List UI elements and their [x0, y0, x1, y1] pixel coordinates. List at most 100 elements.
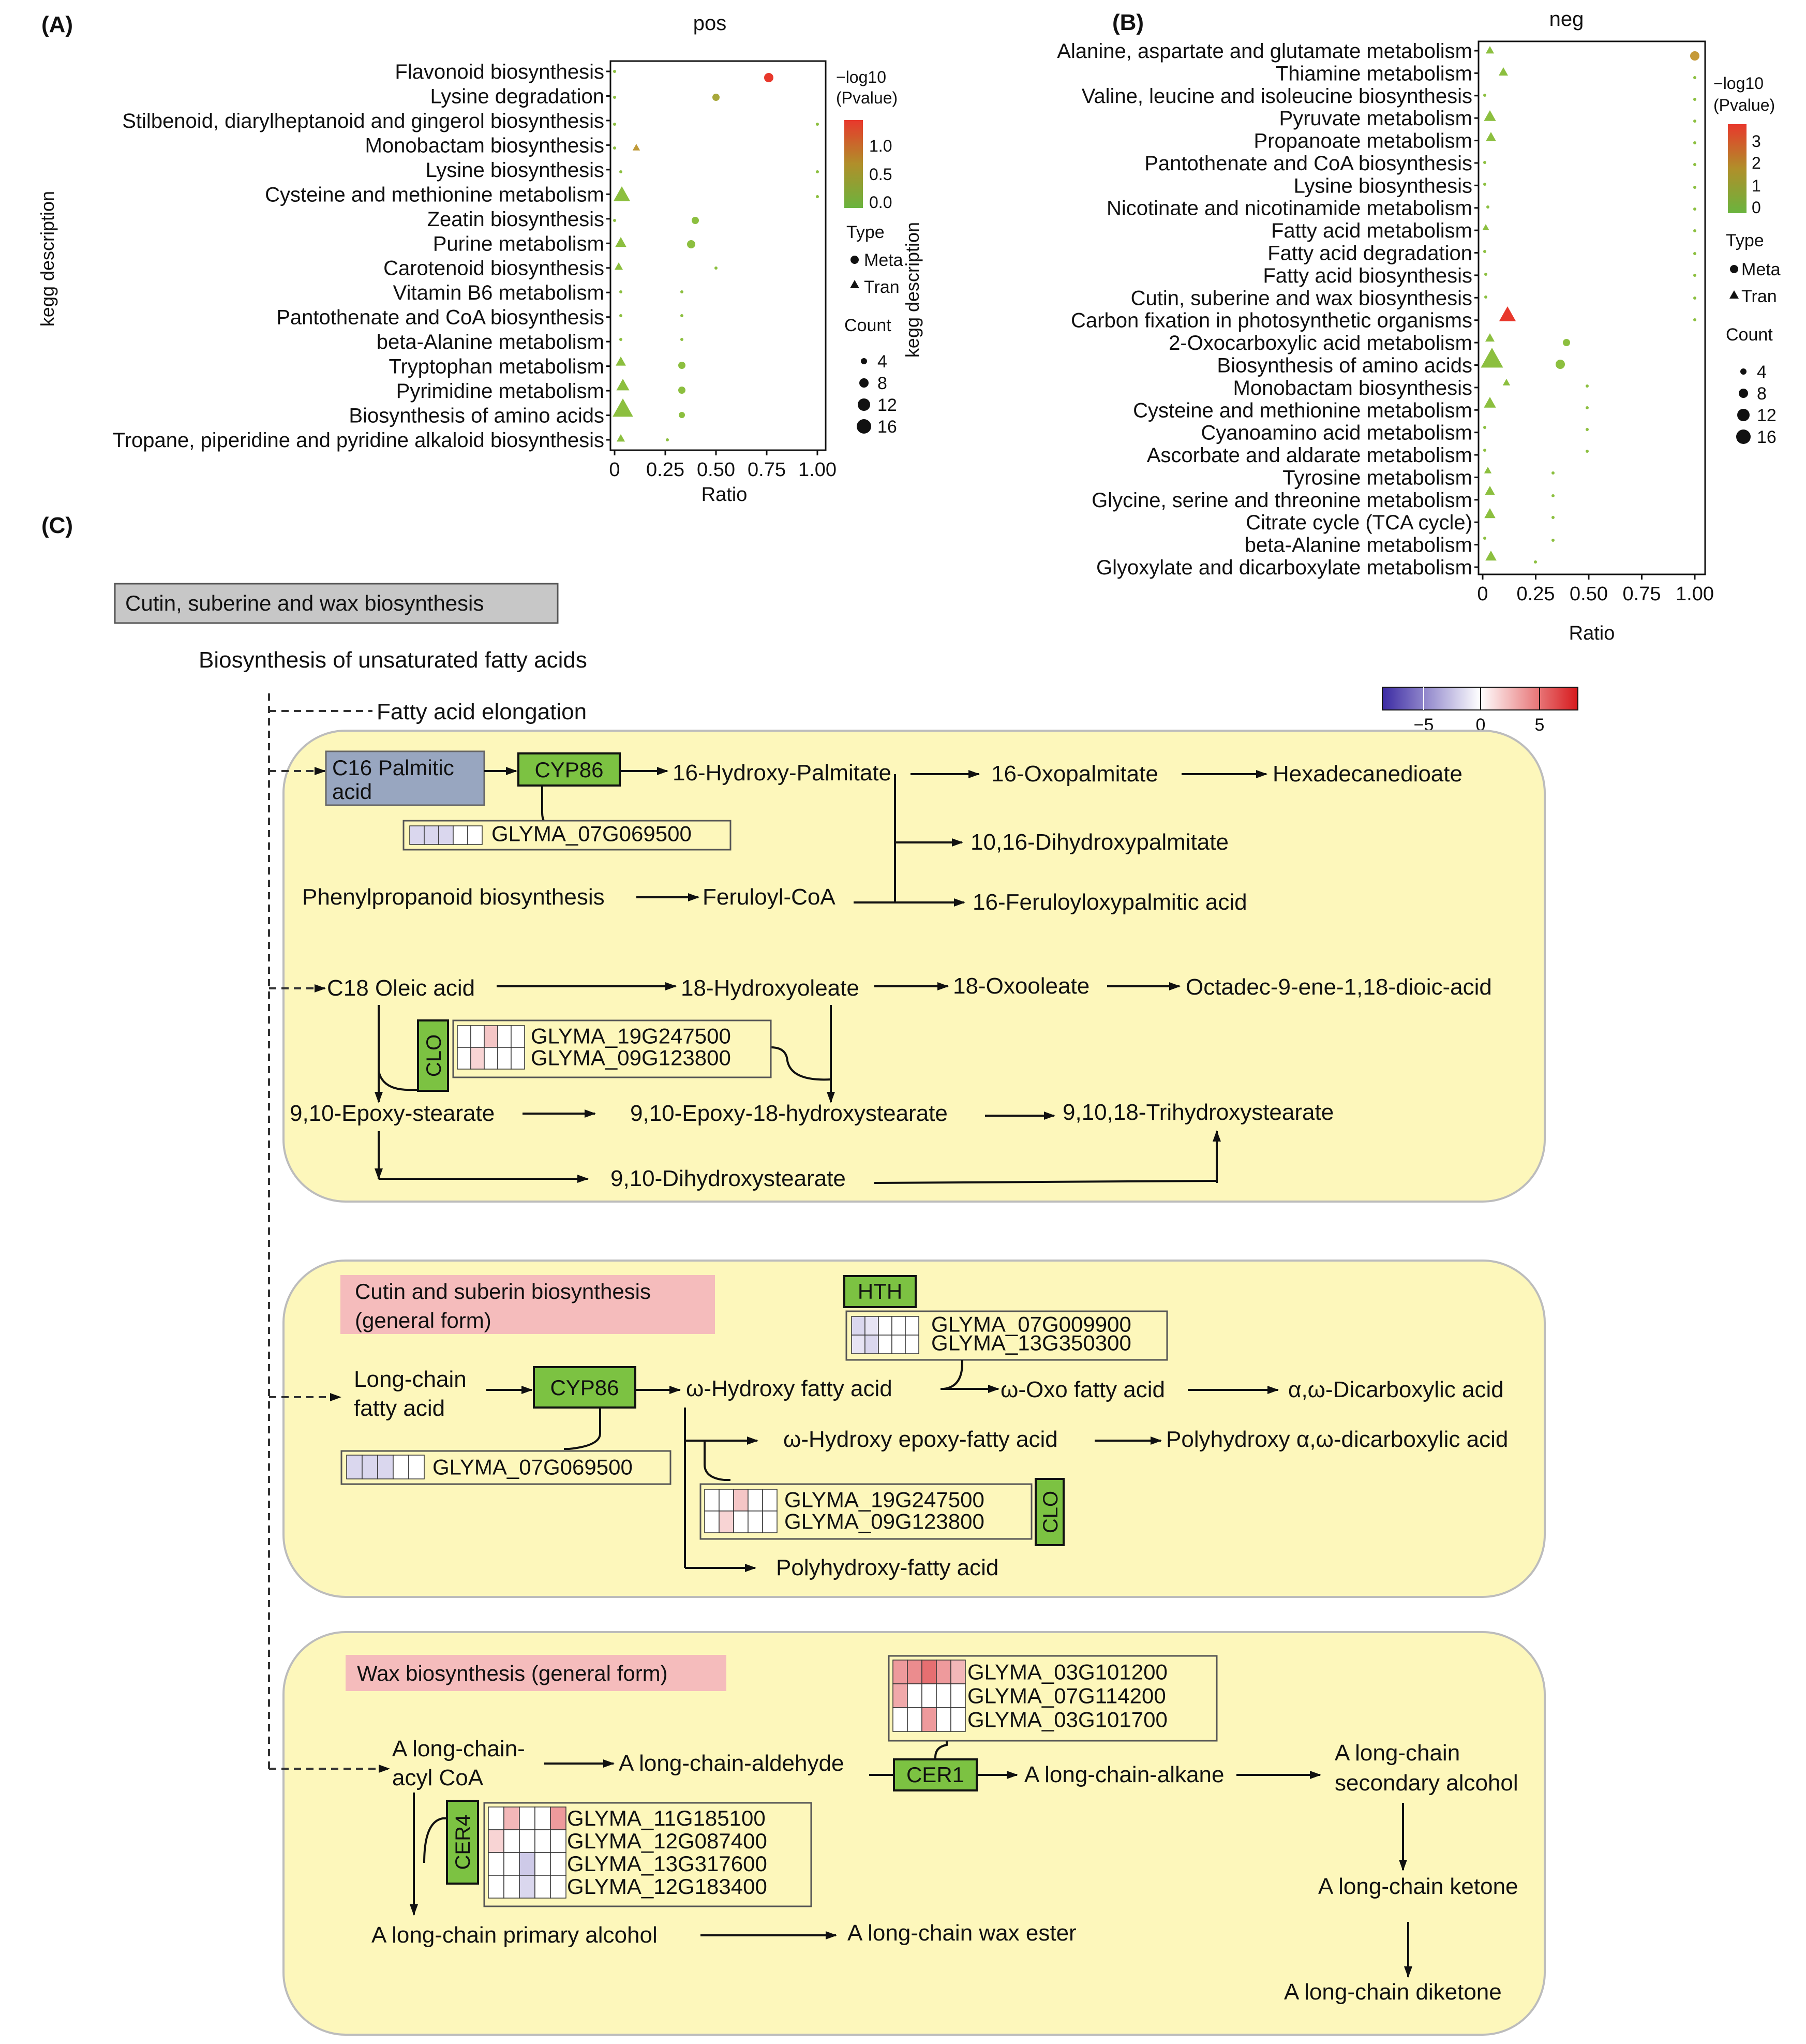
marker-circle	[1693, 208, 1696, 211]
heat-cell	[503, 1806, 520, 1830]
node-long-chain-diketone: A long-chain diketone	[1284, 1979, 1502, 2005]
node-9-10-18-trihydroxystearate: 9,10,18-Trihydroxystearate	[1063, 1100, 1334, 1125]
heat-cell	[424, 825, 439, 845]
marker-circle	[687, 240, 695, 248]
marker-circle	[613, 123, 616, 126]
heat-cell	[503, 1852, 520, 1876]
node-long-chain-ketone: A long-chain ketone	[1318, 1874, 1518, 1899]
gene-id: GLYMA_09G123800	[784, 1509, 984, 1533]
category-label: Pantothenate and CoA biosynthesis	[1144, 152, 1472, 175]
category-label: Alanine, aspartate and glutamate metabol…	[1057, 40, 1472, 63]
heat-cell	[470, 1047, 485, 1070]
count-legend-label: 4	[877, 352, 887, 372]
heat-cell	[457, 1047, 471, 1070]
panel-a-marks	[613, 70, 819, 442]
marker-circle	[816, 170, 819, 173]
node-polyhydroxy-fatty-acid: Polyhydroxy-fatty acid	[776, 1555, 998, 1580]
panel-b-colorbar-tick: 2	[1752, 154, 1761, 172]
heat-cell	[438, 825, 454, 845]
node-long-chain-primary-alcohol: A long-chain primary alcohol	[371, 1922, 658, 1948]
heat-cell	[892, 1683, 908, 1708]
marker-circle	[678, 362, 685, 369]
category-label: Carotenoid biosynthesis	[383, 257, 604, 280]
enzyme-cyp86-box-2	[533, 1366, 636, 1409]
gene-id: GLYMA_03G101700	[967, 1708, 1168, 1732]
panel-a-type-tran-label: Tran	[864, 277, 900, 297]
heat-cell	[892, 1707, 908, 1732]
marker-circle	[613, 146, 616, 150]
heat-cell	[762, 1489, 778, 1512]
marker-triangle	[614, 262, 623, 270]
marker-circle	[1483, 161, 1486, 164]
heat-cell	[921, 1707, 937, 1732]
heat-cell	[921, 1683, 937, 1708]
pathway-title-box	[114, 583, 559, 624]
panel-b-category-labels: Alanine, aspartate and glutamate metabol…	[1057, 40, 1472, 579]
heat-cell	[550, 1852, 566, 1876]
gene-id: GLYMA_07G069500	[432, 1455, 633, 1479]
heat-cell	[534, 1829, 551, 1853]
marker-circle	[1486, 205, 1489, 209]
node-long-chain-alkane: A long-chain-alkane	[1024, 1762, 1224, 1787]
node-long-chain-aldehyde: A long-chain-aldehyde	[619, 1751, 844, 1776]
node-16-hydroxy-palmitate: 16-Hydroxy-Palmitate	[673, 760, 891, 786]
xtick-label: 0	[1477, 583, 1488, 605]
node-omega-oxo-fatty-acid: ω-Oxo fatty acid	[1001, 1377, 1165, 1402]
enzyme-hth-label: HTH	[858, 1279, 902, 1304]
node-omega-hydroxy-epoxy-fatty-acid: ω-Hydroxy epoxy-fatty acid	[783, 1427, 1058, 1452]
node-feruloyl-coa: Feruloyl-CoA	[703, 884, 835, 910]
category-label: Stilbenoid, diarylheptanoid and gingerol…	[122, 110, 604, 132]
heat-cell	[878, 1335, 892, 1354]
cutin-suberin-title-line1: Cutin and suberin biosynthesis	[355, 1279, 651, 1304]
heat-cell	[950, 1683, 966, 1708]
node-alpha-omega-dicarboxylic-acid: α,ω-Dicarboxylic acid	[1288, 1377, 1504, 1402]
node-9-10-epoxy-stearate: 9,10-Epoxy-stearate	[290, 1101, 495, 1126]
count-legend-label: 16	[1757, 427, 1777, 447]
gene-id: GLYMA_03G101200	[967, 1660, 1168, 1684]
category-label: Cysteine and methionine metabolism	[1133, 399, 1472, 422]
category-label: Biosynthesis of amino acids	[349, 405, 604, 427]
gene-group-g1: GLYMA_07G069500	[409, 822, 692, 846]
panel-b-plot-frame	[1477, 40, 1706, 575]
heat-cell	[907, 1660, 922, 1684]
node-hexadecanedioate: Hexadecanedioate	[1273, 761, 1462, 787]
panel-a-yticks	[606, 70, 610, 441]
count-legend-label: 16	[877, 417, 897, 437]
category-label: Lysine biosynthesis	[426, 159, 604, 182]
marker-circle	[679, 412, 685, 418]
heat-cell	[467, 825, 483, 845]
category-label: Ascorbate and aldarate metabolism	[1147, 444, 1472, 467]
category-label: Glyoxylate and dicarboxylate metabolism	[1096, 556, 1472, 579]
xtick-label: 0.50	[1570, 583, 1608, 605]
marker-circle	[613, 96, 616, 99]
node-9-10-epoxy-18-hydroxystearate: 9,10-Epoxy-18-hydroxystearate	[630, 1101, 948, 1126]
node-polyhydroxy-dicarboxylic-acid: Polyhydroxy α,ω-dicarboxylic acid	[1166, 1427, 1508, 1452]
node-long-chain-acyl-coa-line1: A long-chain-	[392, 1736, 525, 1761]
heat-cell	[534, 1806, 551, 1830]
marker-circle	[1693, 186, 1696, 189]
marker-circle	[1693, 163, 1696, 166]
marker-circle	[1556, 360, 1565, 369]
marker-triangle	[613, 186, 631, 201]
marker-circle	[1693, 274, 1696, 277]
heat-cell	[748, 1510, 763, 1533]
panel-b-colorbar	[1728, 124, 1747, 213]
heat-legend-tick: 5	[1535, 715, 1545, 735]
marker-triangle	[1486, 132, 1496, 141]
marker-circle	[1483, 426, 1486, 429]
marker-circle	[1551, 539, 1555, 542]
heat-cell	[519, 1852, 535, 1876]
enzyme-clo-box-2	[1035, 1478, 1065, 1546]
panel-b-colorbar-title-1: −log10	[1713, 74, 1764, 93]
xtick-label: 0.75	[1623, 583, 1661, 605]
panel-a-colorbar-tick: 0.5	[869, 165, 892, 184]
count-legend-label: 8	[877, 374, 887, 393]
enzyme-cer1-box	[893, 1758, 978, 1791]
panel-a-colorbar-tick: 1.0	[869, 137, 892, 155]
heat-cell	[511, 1025, 525, 1048]
count-legend-label: 8	[1757, 384, 1767, 404]
panel-a-colorbar-tick: 0.0	[869, 193, 892, 212]
marker-circle	[1563, 339, 1570, 346]
